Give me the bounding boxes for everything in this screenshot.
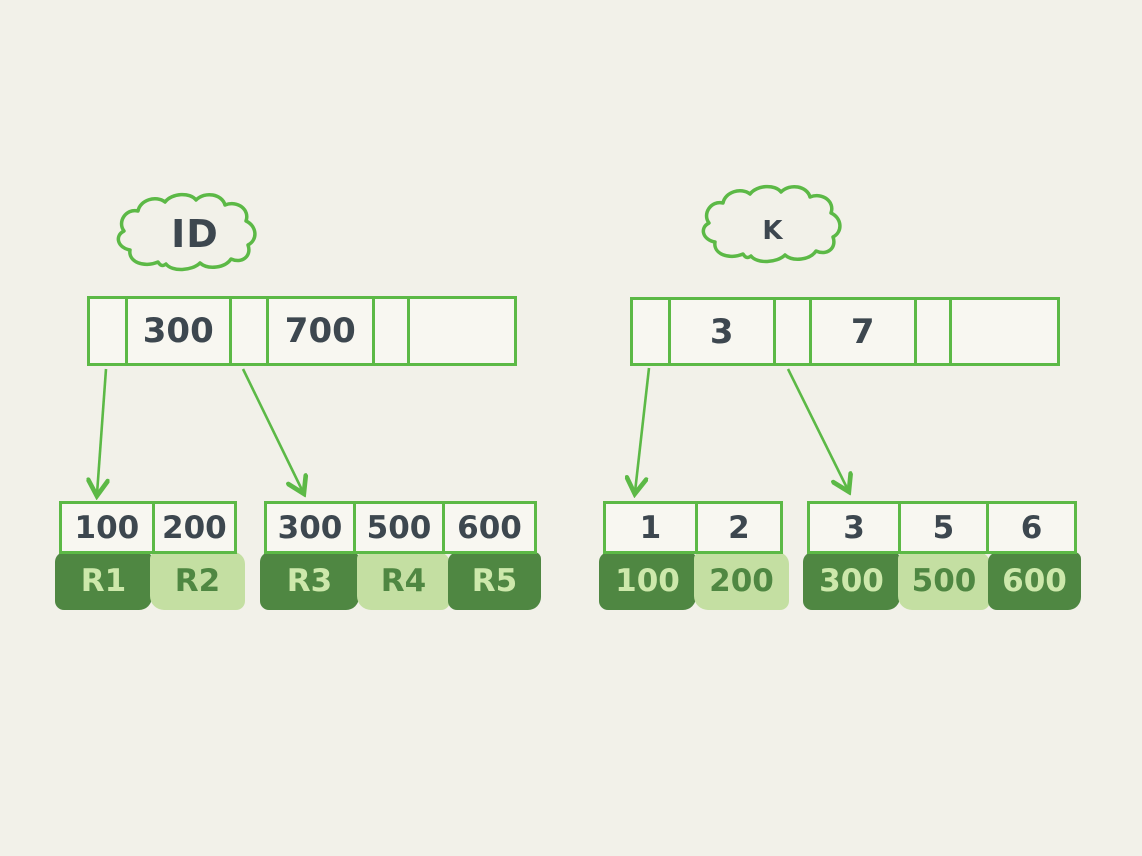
leaf-key-cell: 300 xyxy=(277,509,343,546)
right-leaf2-records: 300 500 600 xyxy=(803,552,1081,610)
root-pointer-cell xyxy=(773,300,809,363)
leaf-key-cell: 500 xyxy=(353,504,442,551)
root-key-cell: 3 xyxy=(667,300,774,363)
record-cell: 600 xyxy=(988,552,1081,610)
leaf-key-cell: 200 xyxy=(151,504,234,551)
left-leaf2-records: R3 R4 R5 xyxy=(260,552,541,610)
record-cell: 200 xyxy=(694,552,789,610)
root-empty-cell xyxy=(406,299,514,363)
left-leaf1-records: R1 R2 xyxy=(55,552,245,610)
left-leaf1-node: 100 200 xyxy=(59,501,237,554)
right-leaf1-records: 100 200 xyxy=(599,552,789,610)
record-cell: R2 xyxy=(150,552,245,610)
record-cell: 300 xyxy=(803,552,900,610)
right-leaf2-node: 3 5 6 xyxy=(807,501,1077,554)
arrow-left-root-to-leaf2 xyxy=(241,368,303,492)
right-leaf1-node: 1 2 xyxy=(603,501,783,554)
root-empty-cell xyxy=(948,300,1057,363)
record-cell: R1 xyxy=(55,552,152,610)
left-leaf2-node: 300 500 600 xyxy=(264,501,537,554)
record-cell: R5 xyxy=(448,552,541,610)
cloud-outline-k xyxy=(701,184,842,264)
root-key-cell: 700 xyxy=(265,299,372,363)
arrow-right-root-to-leaf2 xyxy=(786,368,848,490)
left-index-label: ID xyxy=(171,212,219,256)
arrow-left-root-to-leaf1 xyxy=(97,368,106,494)
leaf-key-cell: 100 xyxy=(74,509,140,546)
record-cell: 500 xyxy=(898,552,990,610)
record-cell: 100 xyxy=(599,552,696,610)
leaf-key-cell: 600 xyxy=(442,504,534,551)
root-pointer-cell xyxy=(914,300,949,363)
leaf-key-cell: 1 xyxy=(639,509,662,546)
leaf-key-cell: 2 xyxy=(694,504,780,551)
arrow-right-root-to-leaf1 xyxy=(635,367,651,492)
leaf-key-cell: 6 xyxy=(985,504,1074,551)
record-cell: R4 xyxy=(357,552,450,610)
root-key-cell: 300 xyxy=(124,299,230,363)
root-pointer-cell xyxy=(372,299,407,363)
root-pointer-cell xyxy=(90,299,125,363)
right-root-node: 3 7 xyxy=(630,297,1060,366)
leaf-key-cell: 3 xyxy=(843,509,865,546)
record-cell: R3 xyxy=(260,552,359,610)
root-pointer-cell xyxy=(633,300,668,363)
leaf-key-cell: 5 xyxy=(897,504,986,551)
root-key-cell: 7 xyxy=(808,300,915,363)
root-pointer-cell xyxy=(229,299,266,363)
left-root-node: 300 700 xyxy=(87,296,517,366)
cloud-outline-id xyxy=(116,192,257,272)
right-index-label: K xyxy=(762,216,784,246)
